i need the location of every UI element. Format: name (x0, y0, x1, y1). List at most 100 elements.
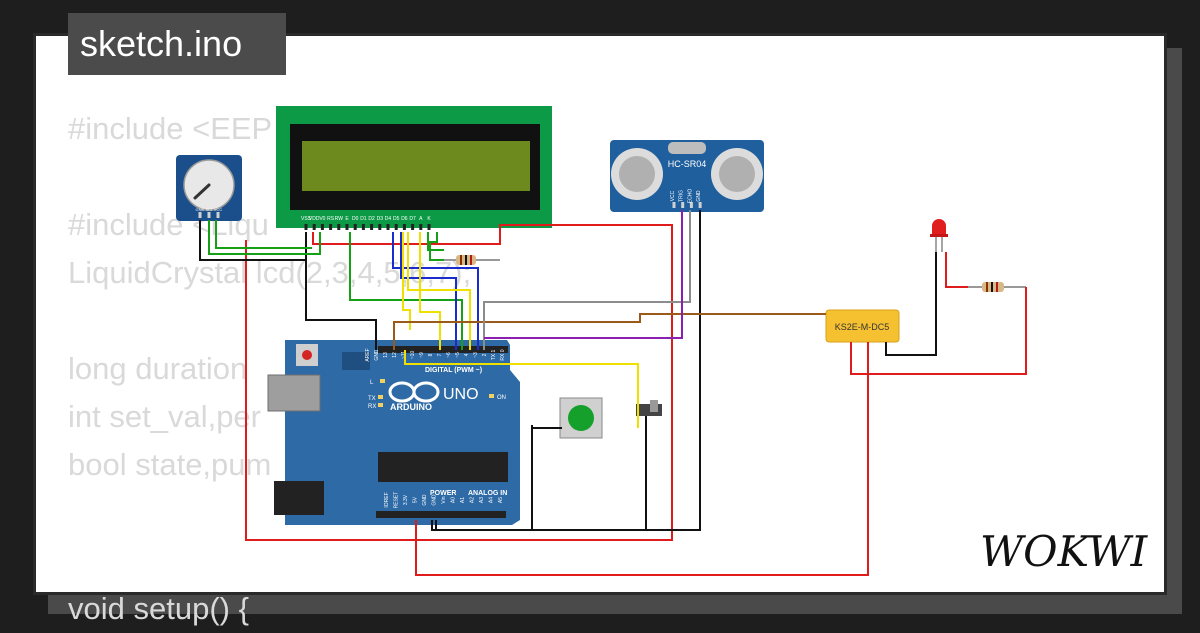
wire-black-btn (531, 425, 562, 530)
pin-label: TRIG (679, 190, 685, 202)
pin-label: GND (374, 349, 380, 361)
pin-label: VDD (309, 216, 320, 222)
code-line: void setup() { (68, 591, 249, 626)
pin[interactable] (370, 224, 374, 230)
relay-label: KS2E-M-DC5 (835, 322, 890, 332)
pin-label: 3.3V (403, 494, 409, 505)
pin-label: D1 (360, 216, 367, 222)
pin-label: D6 (401, 216, 408, 222)
code-line: bool state,pum (68, 447, 272, 482)
pin[interactable] (411, 224, 415, 230)
pin[interactable] (320, 224, 324, 230)
pin[interactable] (329, 224, 333, 230)
wire-blue-d4 (392, 232, 479, 350)
pin-label: 13 (383, 352, 389, 358)
pin-label: 7 (437, 353, 443, 356)
wire-purple-echo (484, 210, 683, 339)
pin-label: TX 1 (491, 350, 497, 361)
svg-text:WOKWI: WOKWI (980, 527, 1148, 576)
wire-brown-relay (393, 313, 826, 350)
pin[interactable] (353, 224, 357, 230)
pin[interactable] (402, 224, 406, 230)
pin-label: V0 (319, 216, 325, 222)
pin[interactable] (312, 224, 316, 230)
code-line: int set_val,per (68, 399, 261, 434)
pin-label: VCC (214, 207, 223, 212)
wire-black-gnd (431, 210, 701, 531)
pin[interactable] (216, 212, 220, 218)
status-led (378, 403, 383, 407)
pin-label: A5 (498, 497, 504, 503)
pin[interactable] (386, 224, 390, 230)
pin-label: GND (196, 207, 205, 212)
pin-label: RS (327, 216, 335, 222)
wire-green-pot2 (215, 220, 312, 249)
pin[interactable] (698, 202, 702, 208)
relay-module[interactable]: KS2E-M-DC5 (825, 309, 900, 343)
digital-label: DIGITAL (PWM ~) (425, 367, 482, 374)
red-led[interactable] (930, 219, 948, 252)
analog-label: ANALOG IN (468, 490, 507, 497)
pin-label: AREF (365, 348, 371, 361)
pin[interactable] (672, 202, 676, 208)
pin-label: A3 (479, 497, 485, 503)
pin-label: GND (432, 494, 438, 506)
wire-yellow-d7 (419, 232, 441, 350)
pin[interactable] (361, 224, 365, 230)
pin-label: ~5 (455, 352, 461, 358)
arduino-model: UNO (443, 386, 479, 403)
pin-label: 8 (428, 353, 434, 356)
pin-label: K (427, 216, 431, 222)
pin-label: ~9 (419, 352, 425, 358)
pin[interactable] (304, 224, 308, 230)
pin[interactable] (345, 224, 349, 230)
pin-label: RW (335, 216, 344, 222)
wire-red-led (850, 252, 1027, 375)
pin-label: ~10 (410, 351, 416, 360)
resistor-led[interactable] (968, 282, 1026, 292)
wire-green-a (427, 232, 444, 251)
pin[interactable] (337, 224, 341, 230)
preview-card (33, 33, 1167, 595)
pin-label: D7 (409, 216, 416, 222)
pin[interactable] (394, 224, 398, 230)
pin[interactable] (419, 224, 423, 230)
pin[interactable] (689, 202, 693, 208)
power-label: POWER (430, 490, 456, 497)
pin-label: D5 (393, 216, 400, 222)
pin[interactable] (198, 212, 202, 218)
pin-label: A1 (460, 497, 466, 503)
pin-label: ~6 (446, 352, 452, 358)
pin-label: VSS (301, 216, 312, 222)
file-name-tab[interactable]: sketch.ino (68, 13, 286, 75)
pin[interactable] (681, 202, 685, 208)
ultrasonic-label: HC-SR04 (668, 159, 707, 169)
status-led (378, 395, 383, 399)
pin[interactable] (427, 224, 431, 230)
pin[interactable] (207, 212, 211, 218)
arduino-uno[interactable]: UNO ARDUINO DIGITAL (PWM ~) POWER ANALOG… (267, 340, 520, 525)
pin[interactable] (378, 224, 382, 230)
led-label: RX (368, 404, 376, 410)
code-line: #include <EEP (68, 111, 273, 146)
wire-black-lcd (305, 260, 377, 350)
wire-black-pot (199, 220, 307, 261)
wire-black-relay (885, 252, 937, 356)
wire-green-pot (208, 220, 321, 255)
status-led (489, 394, 494, 398)
arduino-brand: ARDUINO (390, 402, 432, 412)
pin-label: 4 (464, 353, 470, 356)
wires (199, 210, 1027, 576)
pin-label: GND (696, 190, 702, 202)
pin-label: RX 0 (500, 349, 506, 360)
push-button[interactable] (559, 397, 603, 439)
pin-label: D2 (368, 216, 375, 222)
resistor-lcd[interactable] (444, 255, 500, 265)
slide-switch[interactable] (636, 400, 662, 416)
pin-label: 5V (413, 496, 419, 503)
led-label: ON (497, 395, 506, 401)
